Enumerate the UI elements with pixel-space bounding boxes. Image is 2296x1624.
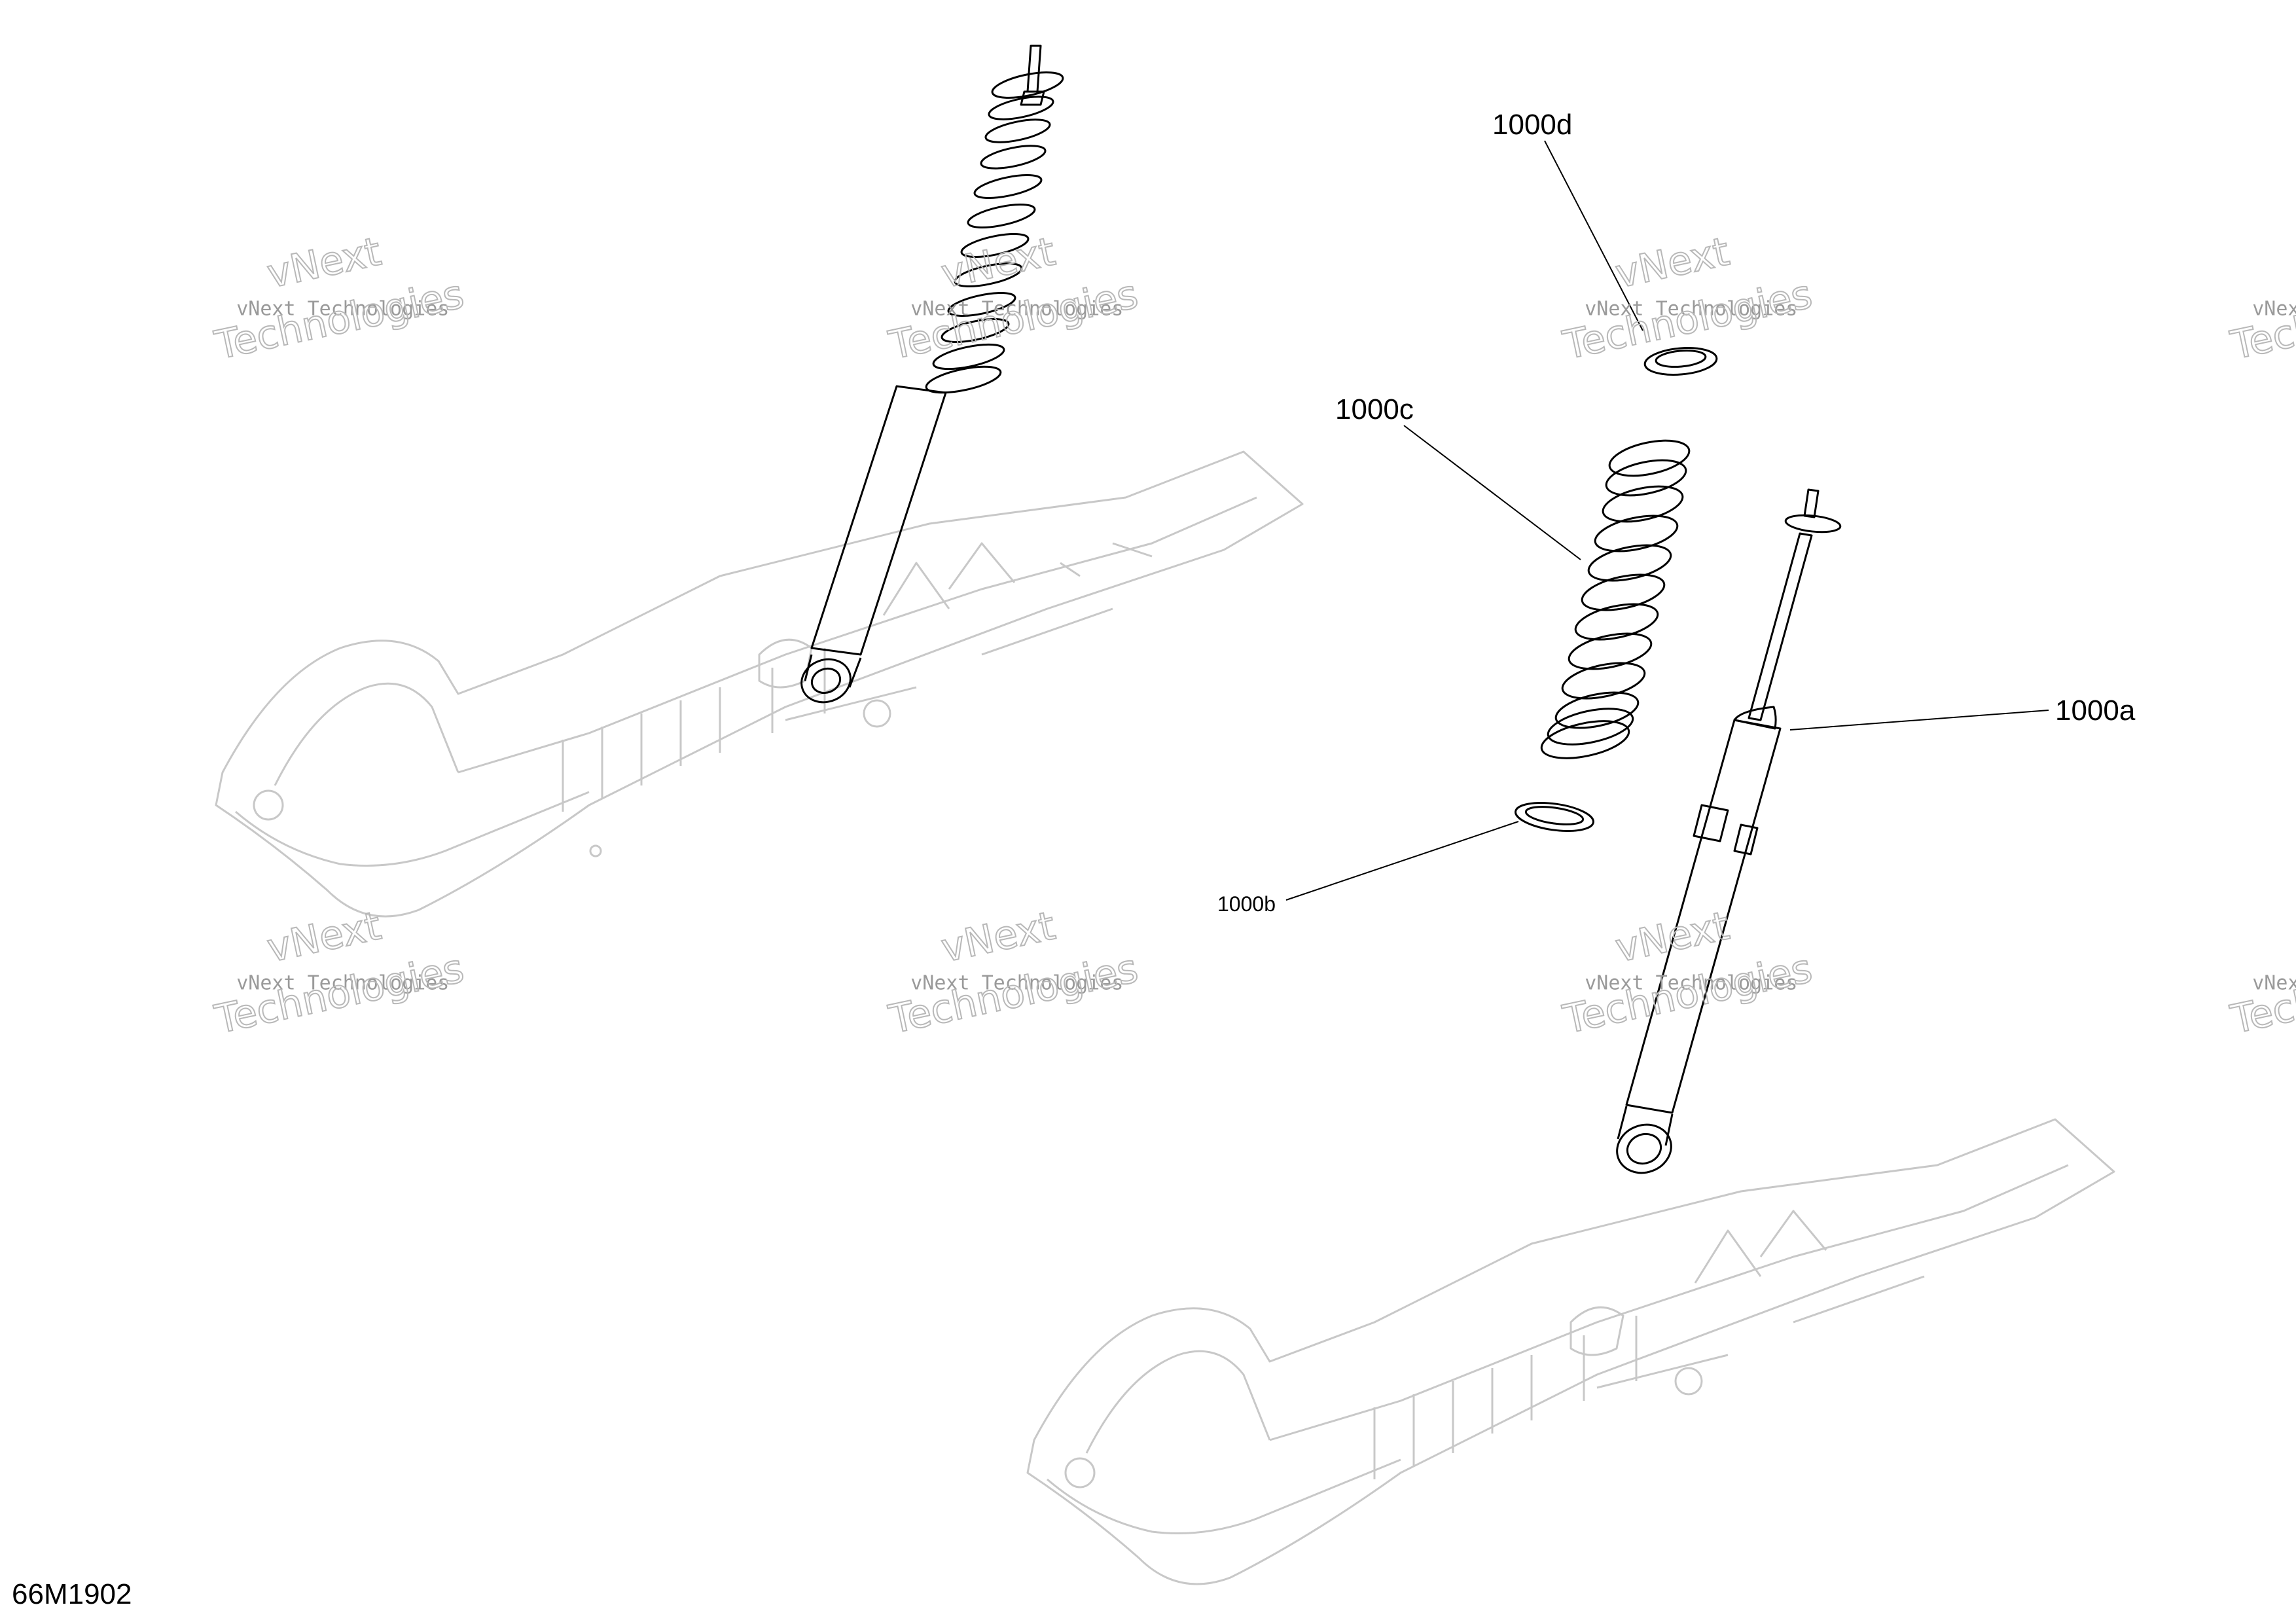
watermark-big-top: vNext [263,903,385,971]
watermark-line: vNext Technologies [910,971,1123,994]
watermark-big-top: vNext [1611,228,1733,297]
watermark-big-bottom: Technologies [1559,946,1816,1043]
watermark-big-bottom: Technologies [211,946,468,1043]
watermark: vNext Technologies Technologies [2226,271,2296,370]
leader-lines [1285,140,2049,901]
shock-1000a [1616,488,1842,1174]
watermark: vNext vNext Technologies Technologies [210,902,469,1043]
watermark-big-bottom: Technologies [2227,272,2296,369]
washer-1000b [1515,802,1594,832]
watermark-line: vNext Technologies [236,297,449,320]
watermark: vNext vNext Technologies Technologies [884,228,1143,369]
spring-1000c [1540,439,1691,759]
watermark-big-bottom: Technologies [211,272,468,369]
watermark: vNext vNext Technologies Technologies [210,228,469,369]
shock-assembled [800,45,1064,704]
watermark-line: vNext Technologies [236,971,449,994]
callout-1000b: 1000b [1217,892,1276,916]
callout-1000c: 1000c [1335,393,1414,425]
watermark-line: vNext Technologies [910,297,1123,320]
drawing-id: 66M1902 [12,1578,132,1610]
watermark-big-bottom: Technologies [885,272,1142,369]
watermark-line: vNext Technologies [1585,971,1797,994]
watermark-big-top: vNext [937,228,1059,297]
watermark-big-top: vNext [937,903,1059,971]
watermark-line: vNext Technologies [2252,297,2296,320]
watermark-big-bottom: Technologies [2227,946,2296,1043]
ski-left [215,450,1304,918]
watermark-line: vNext Technologies [2252,971,2296,994]
watermark-big-bottom: Technologies [885,946,1142,1043]
callout-1000d: 1000d [1492,109,1572,141]
ski-bottom [1026,1118,2115,1585]
watermark-big-bottom: Technologies [1559,272,1816,369]
watermark: vNext Technologies Technologies [2226,945,2296,1044]
watermark-line: vNext Technologies [1585,297,1797,320]
watermark-big-top: vNext [263,228,385,297]
watermark: vNext vNext Technologies Technologies [1558,228,1817,369]
watermark: vNext vNext Technologies Technologies [884,902,1143,1043]
callout-1000a: 1000a [2055,695,2136,727]
watermark-grid: vNext vNext Technologies Technologies vN… [210,228,2296,1044]
retainer-1000d [1643,347,1718,376]
